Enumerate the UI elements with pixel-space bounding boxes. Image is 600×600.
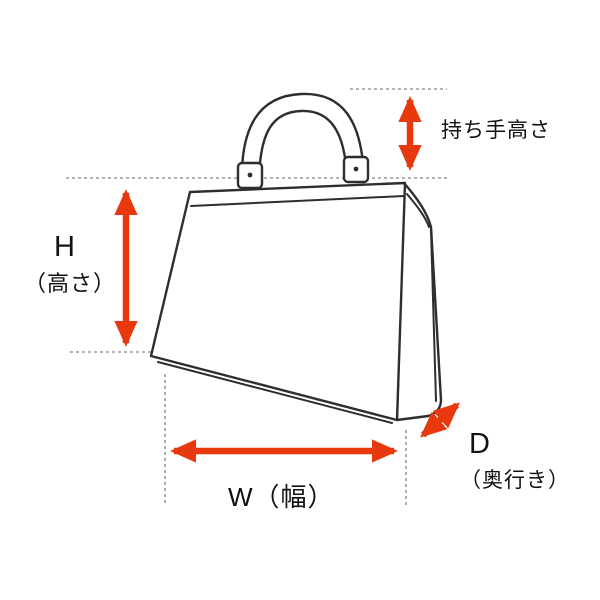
dimension-arrows: [114, 96, 460, 463]
bag-front-panel: [149, 181, 407, 422]
width-label: W（幅）: [228, 482, 335, 512]
guide-lines: [66, 88, 447, 505]
rivet-right: [353, 166, 359, 172]
bag-base-piping: [157, 361, 393, 424]
gusset-top-curve: [406, 193, 430, 228]
depth-sub-label: （奥行き）: [460, 469, 570, 492]
rivet-left: [247, 172, 253, 178]
depth-arrow: [420, 402, 460, 438]
bag-illustration: [149, 92, 443, 424]
bag-frame-line: [190, 195, 405, 207]
handle-height-label: 持ち手高さ: [441, 119, 551, 142]
depth-letter-label: D: [469, 428, 491, 460]
height-sub-label: （高さ）: [24, 271, 117, 296]
height-letter-label: H: [54, 231, 76, 263]
gusset-seam: [430, 229, 437, 402]
